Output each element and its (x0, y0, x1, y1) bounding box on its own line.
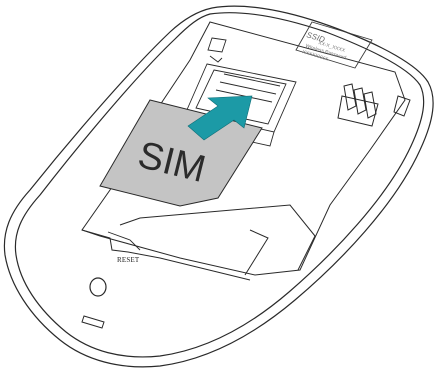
reset-hole-icon (90, 278, 106, 296)
battery-contacts-icon (338, 84, 410, 126)
reset-area: RESET (90, 232, 140, 296)
label-sticker: SSID XX-X_XXXX Wireless Password XXXXXXX… (296, 22, 372, 68)
charging-port (82, 316, 104, 328)
reset-label: RESET (117, 256, 140, 264)
